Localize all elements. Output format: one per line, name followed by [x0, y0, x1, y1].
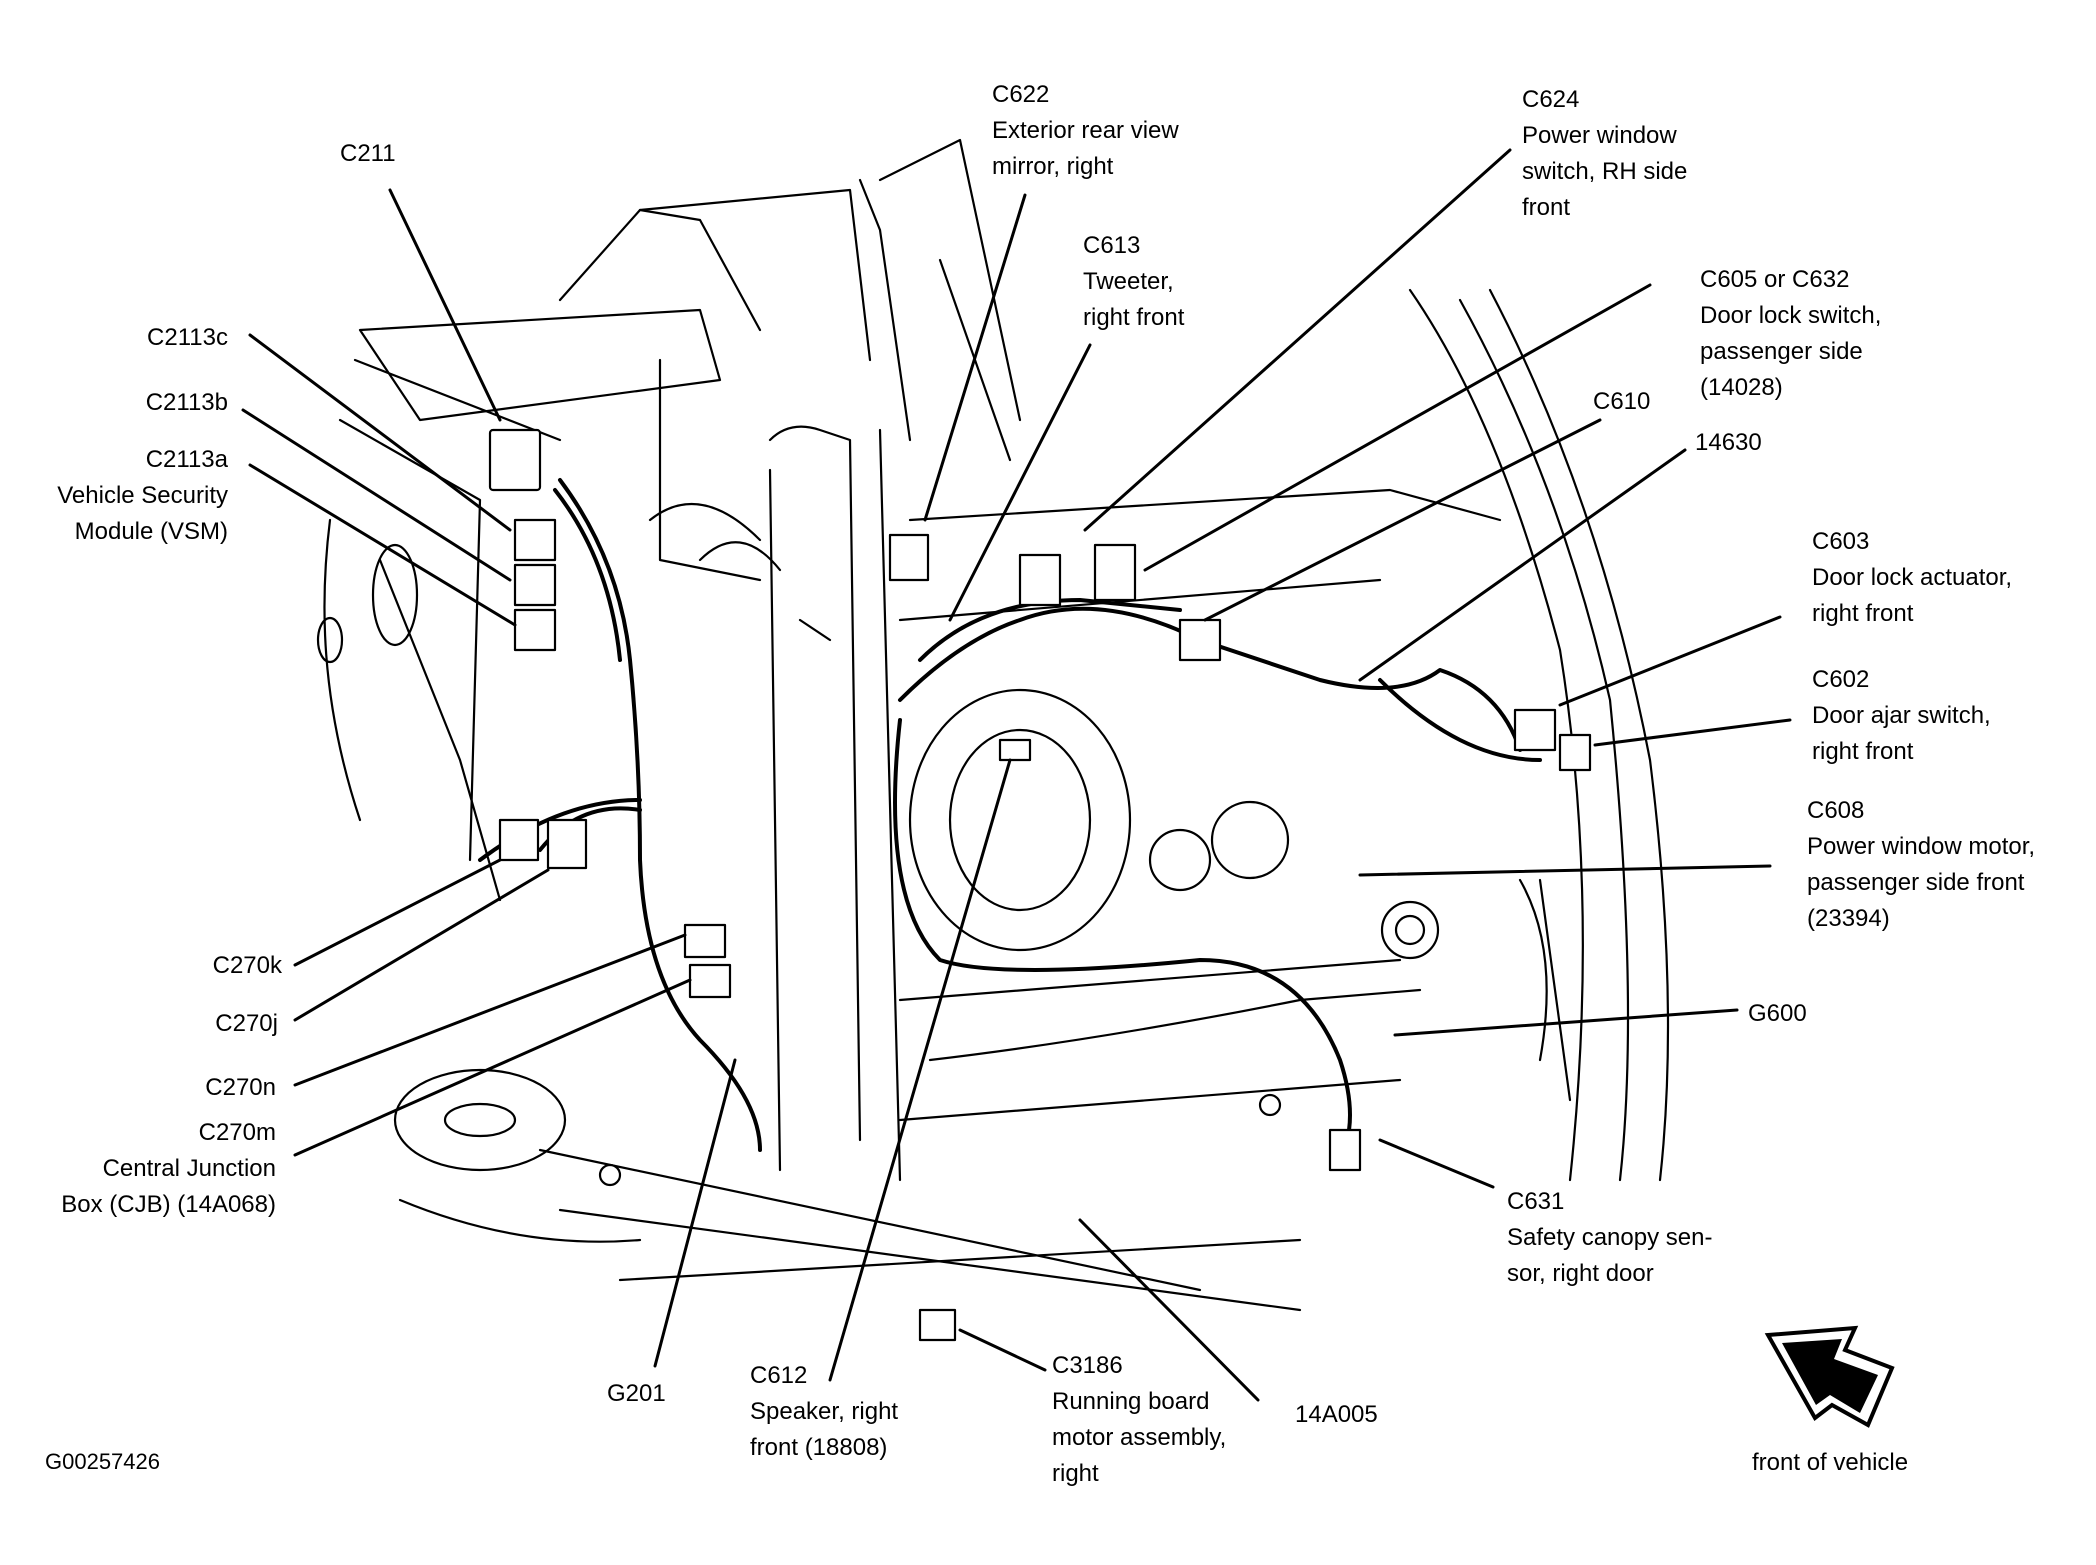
callout-c631: C631 Safety canopy sen- sor, right door [1507, 1184, 1712, 1292]
callout-code: G201 [607, 1380, 666, 1407]
callout-description: Central Junction Box (CJB) (14A068) [61, 1155, 276, 1218]
callout-c610: C610 [1593, 384, 1650, 420]
connectors [488, 428, 1592, 1342]
callout-code: C612 [750, 1362, 808, 1389]
callout-code: C605 or C632 [1700, 266, 1850, 293]
leader-lines [241, 148, 1792, 1402]
callout-description: Door ajar switch, right front [1812, 702, 1991, 765]
callout-c612: C612 Speaker, right front (18808) [750, 1358, 898, 1466]
callout-c3186: C3186 Running board motor assembly, righ… [1052, 1348, 1226, 1492]
front-arrow-icon [1764, 1325, 1895, 1428]
callout-c2113b: C2113b [146, 385, 228, 421]
callout-code: C631 [1507, 1188, 1565, 1215]
callout-c211: C211 [340, 136, 396, 172]
callout-c2113c: C2113c [147, 320, 228, 356]
callout-c624: C624 Power window switch, RH side front [1522, 82, 1687, 226]
callout-description: Door lock actuator, right front [1812, 564, 2013, 627]
callout-code: G600 [1748, 1000, 1807, 1027]
callout-g201: G201 [607, 1376, 666, 1412]
wire-harness [478, 478, 1542, 1162]
callout-c622: C622 Exterior rear view mirror, right [992, 77, 1179, 185]
callout-code: C2113a [145, 446, 228, 473]
figure-id: G00257426 [45, 1449, 160, 1474]
callout-code: C608 [1807, 797, 1865, 824]
callout-c270m: C270m Central Junction Box (CJB) (14A068… [61, 1115, 276, 1223]
callout-c270j: C270j [215, 1006, 278, 1042]
callout-description: Running board motor assembly, right [1052, 1388, 1227, 1487]
orientation-label: front of vehicle [1752, 1449, 1909, 1476]
callout-c270k: C270k [213, 948, 282, 984]
callout-code: C2113c [147, 324, 228, 351]
callout-c602: C602 Door ajar switch, right front [1812, 662, 1991, 770]
callout-c603: C603 Door lock actuator, right front [1812, 524, 2012, 632]
callout-description: Power window motor, passenger side front… [1807, 833, 2036, 932]
callout-c613: C613 Tweeter, right front [1083, 228, 1184, 336]
callout-code: C270j [215, 1010, 278, 1037]
callout-description: Safety canopy sen- sor, right door [1507, 1224, 1713, 1287]
callout-code: C624 [1522, 86, 1580, 113]
callout-c608: C608 Power window motor, passenger side … [1807, 793, 2035, 937]
callout-c2113a: C2113a Vehicle Security Module (VSM) [57, 442, 228, 550]
callout-code: C610 [1593, 388, 1651, 415]
callout-code: C622 [992, 81, 1050, 108]
callout-description: Speaker, right front (18808) [750, 1398, 899, 1461]
callout-code: 14630 [1695, 429, 1762, 456]
callout-14a005: 14A005 [1295, 1397, 1378, 1433]
callout-code: C602 [1812, 666, 1870, 693]
callout-code: 14A005 [1295, 1401, 1378, 1428]
callout-description: Door lock switch, passenger side (14028) [1700, 302, 1882, 401]
callout-description: Exterior rear view mirror, right [992, 117, 1179, 180]
callout-description: Vehicle Security Module (VSM) [57, 482, 228, 545]
callout-description: Power window switch, RH side front [1522, 122, 1688, 221]
callout-code: C211 [340, 140, 396, 167]
callout-c605-or-c632: C605 or C632 Door lock switch, passenger… [1700, 262, 1881, 406]
callout-14630: 14630 [1695, 425, 1762, 461]
callout-code: C3186 [1052, 1352, 1123, 1379]
callout-code: C613 [1083, 232, 1141, 259]
callout-code: C270n [205, 1074, 276, 1101]
callout-code: C270m [198, 1119, 276, 1146]
callout-description: Tweeter, right front [1083, 268, 1185, 331]
body-structure [316, 138, 1670, 1312]
callout-code: C603 [1812, 528, 1870, 555]
callout-code: C2113b [145, 389, 228, 416]
callout-code: C270k [212, 952, 282, 979]
callout-c270n: C270n [205, 1070, 276, 1106]
callout-g600: G600 [1748, 996, 1807, 1032]
